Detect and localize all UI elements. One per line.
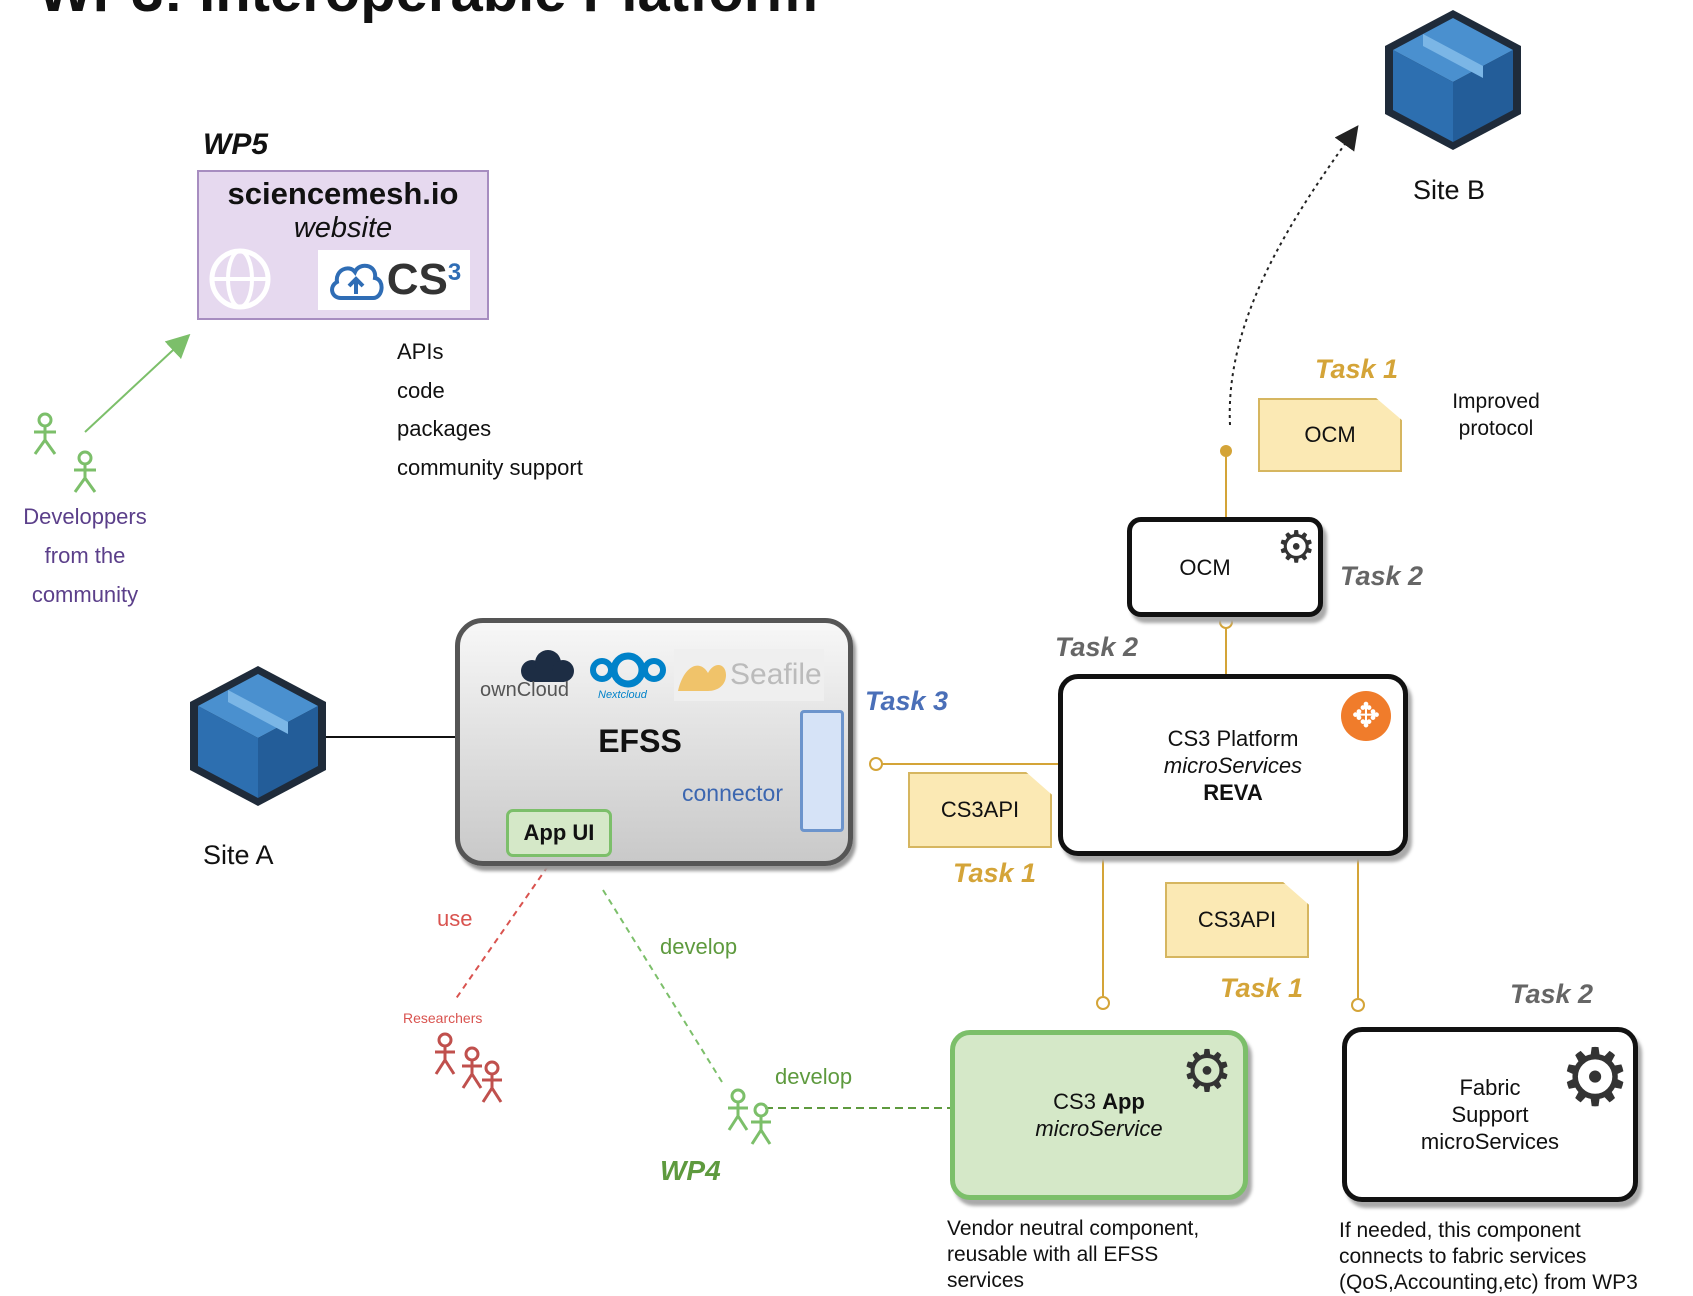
cloud-upload-icon [329,263,384,300]
wp4-developers-icon [727,1088,772,1145]
fabric-note-line: (QoS,Accounting,etc) from WP3 [1339,1271,1638,1294]
vendor-note-line: services [947,1269,1025,1292]
developer-person-icon [73,450,97,493]
task1-cs3api-left-label: Task 1 [953,858,1037,888]
ocm-service-label: OCM [1179,554,1231,580]
website-subtitle: website [293,212,393,244]
owncloud-logo-icon [521,650,574,682]
cs3-platform-box: CS3 Platform microServices REVA ✥ [1058,674,1408,856]
task1-ocm-label: Task 1 [1315,354,1399,384]
site-a-cube-icon [190,666,326,806]
ocm-document: OCM [1258,398,1402,472]
gear-icon: ⚙ [1559,1033,1631,1122]
app-line1: CS3 App [1053,1088,1145,1115]
cs3api-left-label: CS3API [940,797,1020,822]
site-b-label: Site B [1413,175,1486,205]
developers-line: Developpers [23,504,147,529]
site-b-cube-icon [1385,10,1521,150]
platform-line1: CS3 Platform [1167,725,1299,751]
improved-line: Improved [1452,390,1540,413]
connector-label: connector [682,780,784,806]
task3-label: Task 3 [865,686,949,716]
gear-icon: ⚙ [1276,523,1316,572]
wp4-label: WP4 [660,1155,721,1186]
owncloud-logo-text: ownCloud [480,679,569,701]
task2-ocm-label: Task 2 [1340,561,1424,591]
site-a-label: Site A [203,840,274,870]
nextcloud-logo-text: Nextcloud [598,689,647,701]
task1-cs3api-right-label: Task 1 [1220,973,1304,1003]
efss-box: ownCloud Nextcloud Seafile EFSS connecto… [455,618,853,866]
developers-caption: Developpers from the community [10,497,160,614]
globe-icon [209,248,271,310]
develop-label: develop [775,1064,853,1089]
cs3-logo-superscript: 3 [447,259,462,286]
efss-title: EFSS [598,723,682,759]
seafile-bird-icon [678,664,726,691]
offering-item: packages [397,416,492,441]
nextcloud-logo-icon [590,652,666,688]
task2-fabric-label: Task 2 [1510,979,1594,1009]
developers-line: from the [44,543,126,568]
fabric-line1: Fabric [1459,1075,1521,1100]
seafile-logo: Seafile [674,649,824,701]
cs3-app-box: CS3 App microService ⚙ [950,1030,1248,1200]
developer-person-icon [33,412,57,455]
ocm-document-label: OCM [1304,422,1356,447]
app-ui-badge[interactable]: App UI [506,809,612,857]
improved-protocol-note: Improved protocol [1436,388,1556,442]
website-name: sciencemesh.io [227,176,459,211]
offerings-list: APIs code packages community support [397,333,583,487]
researchers-group-icon [434,1032,503,1103]
app-line1-pre: CS3 [1053,1089,1103,1114]
researchers-label: Researchers [403,1010,483,1026]
fabric-note: If needed, this component connects to fa… [1339,1218,1638,1296]
fabric-note-line: connects to fabric services [1339,1245,1587,1268]
platform-line2: microServices [1163,752,1303,778]
platform-line3: REVA [1203,779,1263,805]
gear-icon: ⚙ [1181,1039,1233,1104]
cs3-logo-text: CS [386,255,448,304]
page-title: WP3: Interoperable Platform [38,0,818,25]
wp5-label: WP5 [203,128,269,161]
vendor-note-line: reusable with all EFSS [947,1243,1159,1266]
use-label: use [437,906,473,931]
vendor-note-line: Vendor neutral component, [947,1217,1200,1240]
cs3api-document-right: CS3API [1165,882,1309,958]
connector-slot [800,710,844,832]
app-line2: microService [1035,1116,1163,1141]
cs3api-document-left: CS3API [908,772,1052,848]
app-line1-bold: App [1102,1089,1145,1114]
offering-item: community support [397,454,583,480]
vendor-note: Vendor neutral component, reusable with … [947,1216,1199,1294]
cs3api-right-label: CS3API [1197,907,1277,932]
seafile-logo-text: Seafile [730,658,822,691]
router-icon: ✥ [1341,691,1391,741]
fabric-line3: microServices [1420,1129,1560,1154]
improved-line: protocol [1458,417,1534,440]
offering-item: APIs [397,339,444,364]
task2-platform-label: Task 2 [1055,632,1139,662]
fabric-note-line: If needed, this component [1339,1219,1581,1242]
develop-label: develop [660,934,738,959]
fabric-line2: Support [1451,1102,1529,1127]
fabric-support-box: Fabric Support microServices ⚙ [1342,1027,1638,1202]
ocm-service-box: OCM ⚙ [1127,517,1323,617]
offering-item: code [397,377,445,403]
developers-line: community [31,582,139,607]
